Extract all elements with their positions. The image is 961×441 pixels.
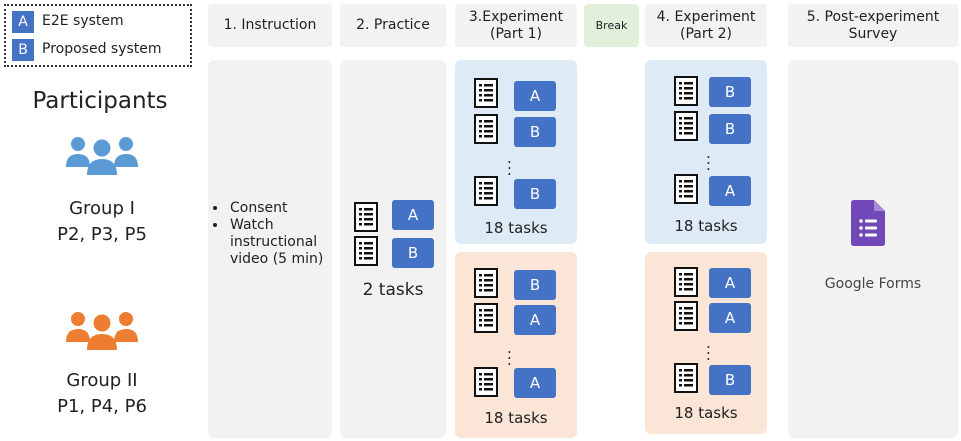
task-list-icon [354, 202, 378, 232]
exp1-group1-task-count: 18 tasks [484, 219, 548, 237]
task-list-icon [674, 174, 698, 204]
task-list-icon [674, 267, 698, 297]
group-1-name: Group I [69, 198, 135, 219]
exp1-group2-system-3: A [514, 368, 556, 398]
legend-label-b: Proposed system [42, 41, 162, 57]
phase-header-survey: 5. Post-experiment Survey [788, 4, 958, 47]
phase-header-experiment-part1: 3.Experiment (Part 1) [455, 4, 577, 47]
group-2-name: Group II [66, 370, 138, 391]
legend-badge-b: B [12, 39, 34, 61]
exp2-group2-system-2: A [709, 303, 751, 333]
ellipsis-vertical-icon: ... [706, 144, 711, 174]
group-2-members: P1, P4, P6 [57, 396, 147, 417]
practice-system-badge-1: A [392, 200, 434, 230]
ellipsis-vertical-icon: ... [706, 334, 711, 364]
practice-system-badge-2: B [392, 238, 434, 268]
exp1-group1-system-1: A [514, 81, 556, 111]
legend: A E2E system B Proposed system [4, 4, 192, 67]
instruction-item-video: Watch instructional video (5 min) [228, 217, 346, 268]
exp2-group1-task-count: 18 tasks [674, 217, 738, 235]
task-list-icon [354, 236, 378, 266]
task-list-icon [474, 268, 498, 298]
group-1-members: P2, P3, P5 [57, 224, 147, 245]
survey-column [788, 60, 958, 438]
task-list-icon [674, 111, 698, 141]
phase-header-practice: 2. Practice [340, 4, 446, 47]
exp2-group2-task-count: 18 tasks [674, 404, 738, 422]
instruction-list: Consent Watch instructional video (5 min… [214, 200, 346, 268]
group-1-people-icon [66, 137, 138, 175]
exp2-group1-system-1: B [709, 77, 751, 107]
phase-header-experiment-part2: 4. Experiment (Part 2) [645, 4, 767, 47]
instruction-column [208, 60, 332, 438]
exp1-group2-system-2: A [514, 305, 556, 335]
task-list-icon [674, 363, 698, 393]
group-2-people-icon [66, 312, 138, 350]
exp2-group2-system-1: A [709, 268, 751, 298]
ellipsis-vertical-icon: ... [507, 149, 512, 179]
ellipsis-vertical-icon: ... [507, 339, 512, 369]
google-forms-label: Google Forms [824, 276, 922, 292]
task-list-icon [474, 78, 498, 108]
task-list-icon [474, 367, 498, 397]
legend-label-a: E2E system [42, 13, 124, 29]
practice-task-count: 2 tasks [362, 280, 424, 300]
phase-header-instruction: 1. Instruction [208, 4, 332, 47]
participants-title: Participants [32, 88, 168, 114]
exp1-group2-system-1: B [514, 270, 556, 300]
exp2-group2-system-3: B [709, 365, 751, 395]
exp1-group1-system-2: B [514, 117, 556, 147]
task-list-icon [674, 76, 698, 106]
phase-header-break: Break [584, 4, 639, 47]
exp1-group2-task-count: 18 tasks [484, 409, 548, 427]
exp2-group1-system-2: B [709, 114, 751, 144]
task-list-icon [474, 303, 498, 333]
exp2-group1-system-3: A [709, 176, 751, 206]
instruction-item-consent: Consent [228, 200, 346, 217]
exp1-group1-system-3: B [514, 179, 556, 209]
legend-badge-a: A [12, 11, 34, 33]
task-list-icon [674, 301, 698, 331]
task-list-icon [474, 114, 498, 144]
google-forms-icon [851, 200, 885, 246]
task-list-icon [474, 176, 498, 206]
